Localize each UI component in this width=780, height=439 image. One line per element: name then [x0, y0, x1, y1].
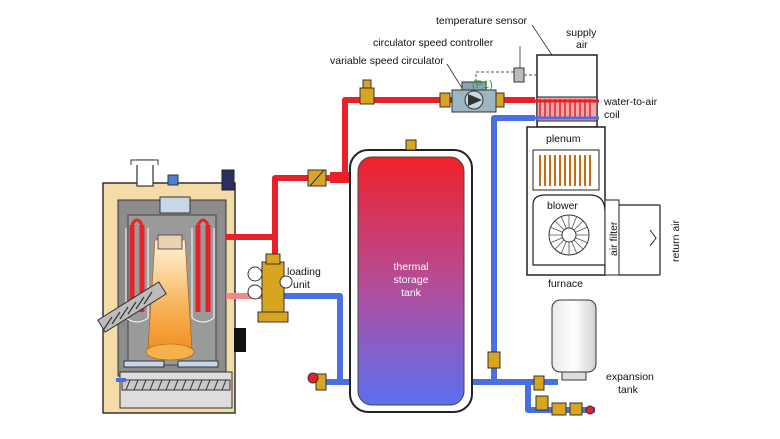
furnace	[526, 54, 661, 276]
water-to-air-label-2: coil	[604, 109, 620, 121]
ash-door-handle	[234, 328, 246, 352]
return-duct	[619, 204, 661, 276]
air-filter	[604, 199, 620, 276]
air-vent-valve	[359, 79, 375, 105]
boiler-top-cap	[221, 169, 235, 191]
check-valve	[307, 169, 327, 187]
bottom-auger	[121, 379, 231, 391]
loading-unit-label-2: unit	[293, 279, 310, 291]
expansion-tank-label-2: tank	[618, 384, 639, 396]
wood-boiler	[97, 159, 246, 414]
drain-valve-left	[307, 372, 327, 391]
flue-top	[130, 159, 159, 165]
cleanout-bar-2	[177, 360, 219, 368]
controller-wire	[475, 71, 516, 82]
control-box-blue	[167, 174, 179, 186]
loading-unit-label-1: loading	[287, 266, 321, 278]
blower-fan-housing	[159, 196, 191, 214]
water-to-air-label-1: water-to-air	[603, 96, 658, 108]
expansion-tank	[551, 299, 597, 381]
fuel-auger	[97, 281, 167, 333]
gauge-1	[247, 266, 263, 282]
firebox-nozzle	[157, 234, 183, 250]
circulator-speed-controller-box	[513, 67, 525, 83]
supply-air-label-2: air	[576, 39, 588, 51]
blower-label: blower	[547, 200, 578, 212]
cleanout-bar	[123, 360, 165, 368]
tank-label-line3: tank	[401, 287, 422, 299]
drain-valve-right	[487, 351, 545, 391]
expansion-tank-label-1: expansion	[606, 371, 654, 383]
supply-air-label-1: supply	[566, 27, 597, 39]
thermal-storage-tank: thermal storage tank	[349, 139, 473, 413]
pump-tag: (P1)	[472, 79, 493, 91]
coil-fins	[539, 99, 591, 119]
tank-label-line1: thermal	[393, 261, 428, 273]
heat-exchanger-slots	[539, 155, 591, 186]
return-duct-break	[649, 229, 657, 247]
ember-bed	[145, 343, 195, 361]
tank-label-line2: storage	[393, 274, 428, 286]
purge-valves	[535, 395, 595, 416]
return-air-label: return air	[670, 219, 682, 262]
gauge-3	[279, 275, 293, 289]
temperature-sensor-label: temperature sensor	[436, 15, 528, 27]
furnace-label: furnace	[548, 278, 583, 290]
tank-air-vent	[405, 139, 417, 151]
loading-unit	[247, 253, 293, 323]
variable-speed-circulator-label: variable speed circulator	[330, 55, 444, 67]
gauge-2	[247, 284, 263, 300]
air-filter-label: air filter	[608, 221, 620, 256]
variable-speed-circulator	[451, 81, 497, 113]
circulator-speed-controller-label: circulator speed controller	[373, 37, 494, 49]
plenum-label: plenum	[546, 133, 581, 145]
